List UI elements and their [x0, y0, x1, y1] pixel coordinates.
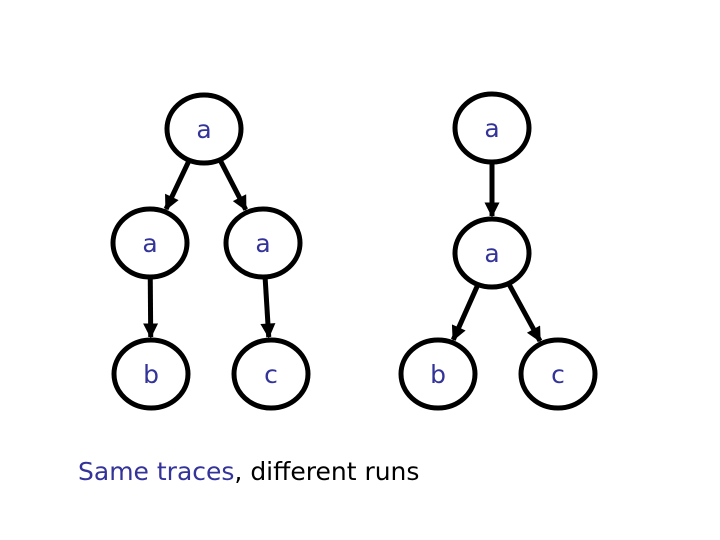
tree-edge-arrow: [163, 158, 192, 211]
node-label: c: [551, 360, 565, 389]
tree-edge-arrow: [505, 281, 543, 343]
tree-edge-arrow: [217, 157, 248, 211]
tree-edge-arrow: [260, 275, 276, 339]
left-run-tree: a a a b c: [110, 92, 311, 411]
node-label: a: [196, 115, 211, 144]
tree-node: [110, 206, 190, 280]
caption: Same traces, different runs: [78, 458, 419, 486]
node-label: b: [430, 360, 446, 389]
node-label: a: [255, 229, 270, 258]
caption-highlight: Same traces: [78, 457, 235, 486]
node-label: a: [142, 229, 157, 258]
tree-node: [452, 216, 532, 290]
tree-node: [223, 206, 303, 280]
node-label: a: [484, 239, 499, 268]
caption-rest: , different runs: [234, 457, 420, 486]
tree-node: [231, 337, 311, 411]
tree-node: [111, 337, 191, 411]
node-label: a: [484, 114, 499, 143]
tree-node: [518, 337, 598, 411]
right-run-tree: a a b c: [398, 91, 598, 411]
tree-node: [452, 91, 532, 165]
tree-edge-arrow: [450, 282, 481, 342]
node-label: c: [264, 360, 278, 389]
tree-node: [398, 337, 478, 411]
node-label: b: [143, 360, 159, 389]
tree-node: [164, 92, 244, 166]
